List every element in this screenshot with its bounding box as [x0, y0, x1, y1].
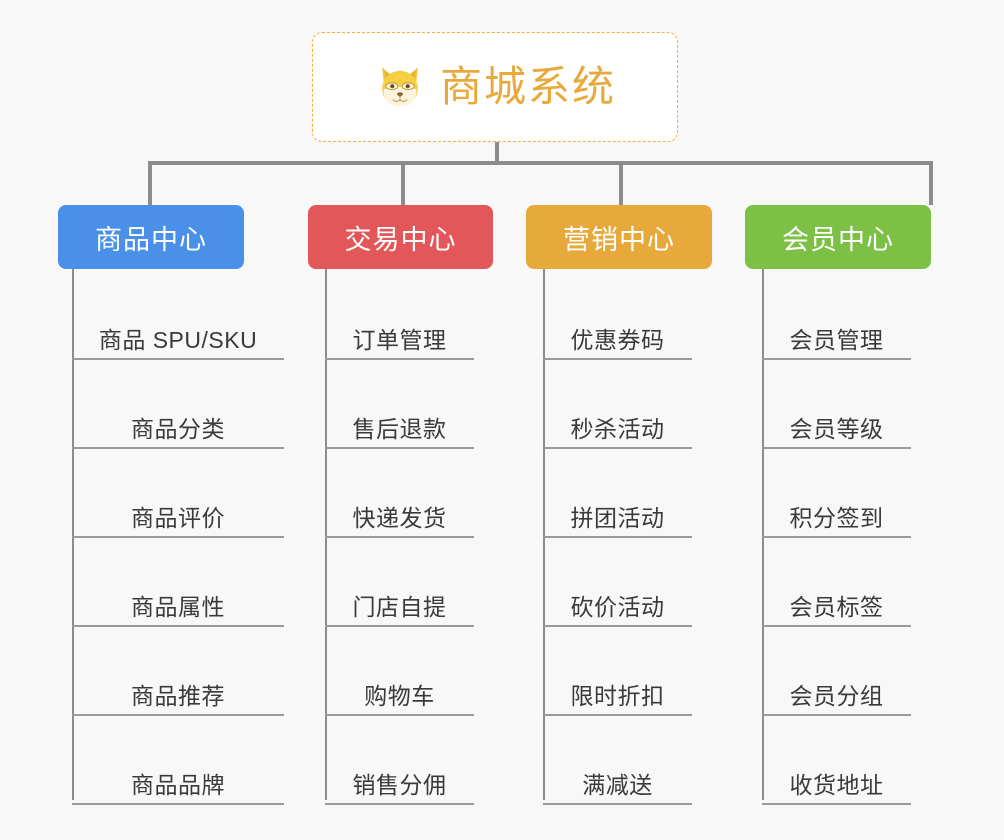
list-item[interactable]: 商品品牌 — [72, 765, 284, 805]
list-item[interactable]: 会员标签 — [762, 587, 911, 627]
list-item[interactable]: 砍价活动 — [543, 587, 692, 627]
branch-trunk — [543, 269, 545, 800]
list-item-label: 会员等级 — [789, 416, 884, 442]
list-item-label: 会员管理 — [789, 327, 884, 353]
list-item[interactable]: 门店自提 — [325, 587, 474, 627]
list-item-label: 订单管理 — [352, 327, 447, 353]
list-item[interactable]: 秒杀活动 — [543, 409, 692, 449]
list-item[interactable]: 售后退款 — [325, 409, 474, 449]
list-item-label: 商品 SPU/SKU — [98, 327, 258, 353]
list-item[interactable]: 会员分组 — [762, 676, 911, 716]
root-node[interactable]: 商城系统 — [312, 32, 678, 142]
list-item[interactable]: 商品分类 — [72, 409, 284, 449]
category-header-marketing[interactable]: 营销中心 — [526, 205, 712, 269]
list-item-label: 会员标签 — [789, 594, 884, 620]
list-item[interactable]: 收货地址 — [762, 765, 911, 805]
list-item-label: 商品属性 — [131, 594, 225, 620]
connector-drop-4 — [929, 161, 933, 205]
shiba-dog-face-icon — [382, 67, 418, 109]
branch-trunk — [72, 269, 74, 800]
list-item[interactable]: 满减送 — [543, 765, 692, 805]
list-item-label: 砍价活动 — [570, 594, 665, 620]
list-item[interactable]: 优惠券码 — [543, 320, 692, 360]
list-item[interactable]: 限时折扣 — [543, 676, 692, 716]
category-header-trade[interactable]: 交易中心 — [308, 205, 493, 269]
list-item-label: 商品评价 — [131, 505, 225, 531]
list-item-label: 快递发货 — [352, 505, 447, 531]
connector-root-stem — [495, 142, 499, 165]
list-item-label: 门店自提 — [352, 594, 447, 620]
branch-trunk — [325, 269, 327, 800]
list-item-label: 商品分类 — [131, 416, 225, 442]
list-item-label: 拼团活动 — [570, 505, 665, 531]
connector-drop-1 — [148, 161, 152, 205]
connector-horizontal-bus — [148, 161, 933, 165]
list-item[interactable]: 快递发货 — [325, 498, 474, 538]
category-header-product[interactable]: 商品中心 — [58, 205, 244, 269]
list-item[interactable]: 商品属性 — [72, 587, 284, 627]
list-item[interactable]: 拼团活动 — [543, 498, 692, 538]
list-item-label: 购物车 — [364, 683, 435, 709]
list-item[interactable]: 购物车 — [325, 676, 474, 716]
list-item-label: 秒杀活动 — [570, 416, 665, 442]
connector-drop-2 — [401, 161, 405, 205]
list-item[interactable]: 积分签到 — [762, 498, 911, 538]
list-item[interactable]: 商品评价 — [72, 498, 284, 538]
list-item-label: 商品品牌 — [131, 772, 225, 798]
list-item-label: 销售分佣 — [352, 772, 447, 798]
list-item-label: 会员分组 — [789, 683, 884, 709]
root-title: 商城系统 — [439, 63, 616, 110]
connector-drop-3 — [619, 161, 623, 205]
list-item-label: 限时折扣 — [570, 683, 665, 709]
list-item[interactable]: 会员等级 — [762, 409, 911, 449]
list-item[interactable]: 商品 SPU/SKU — [72, 320, 284, 360]
list-item-label: 售后退款 — [352, 416, 447, 442]
list-item[interactable]: 销售分佣 — [325, 765, 474, 805]
list-item[interactable]: 会员管理 — [762, 320, 911, 360]
list-item[interactable]: 订单管理 — [325, 320, 474, 360]
list-item[interactable]: 商品推荐 — [72, 676, 284, 716]
category-header-member[interactable]: 会员中心 — [745, 205, 931, 269]
list-item-label: 收货地址 — [789, 772, 884, 798]
list-item-label: 积分签到 — [789, 505, 884, 531]
branch-trunk — [762, 269, 764, 800]
list-item-label: 商品推荐 — [131, 683, 225, 709]
list-item-label: 优惠券码 — [570, 327, 665, 353]
list-item-label: 满减送 — [582, 772, 653, 798]
